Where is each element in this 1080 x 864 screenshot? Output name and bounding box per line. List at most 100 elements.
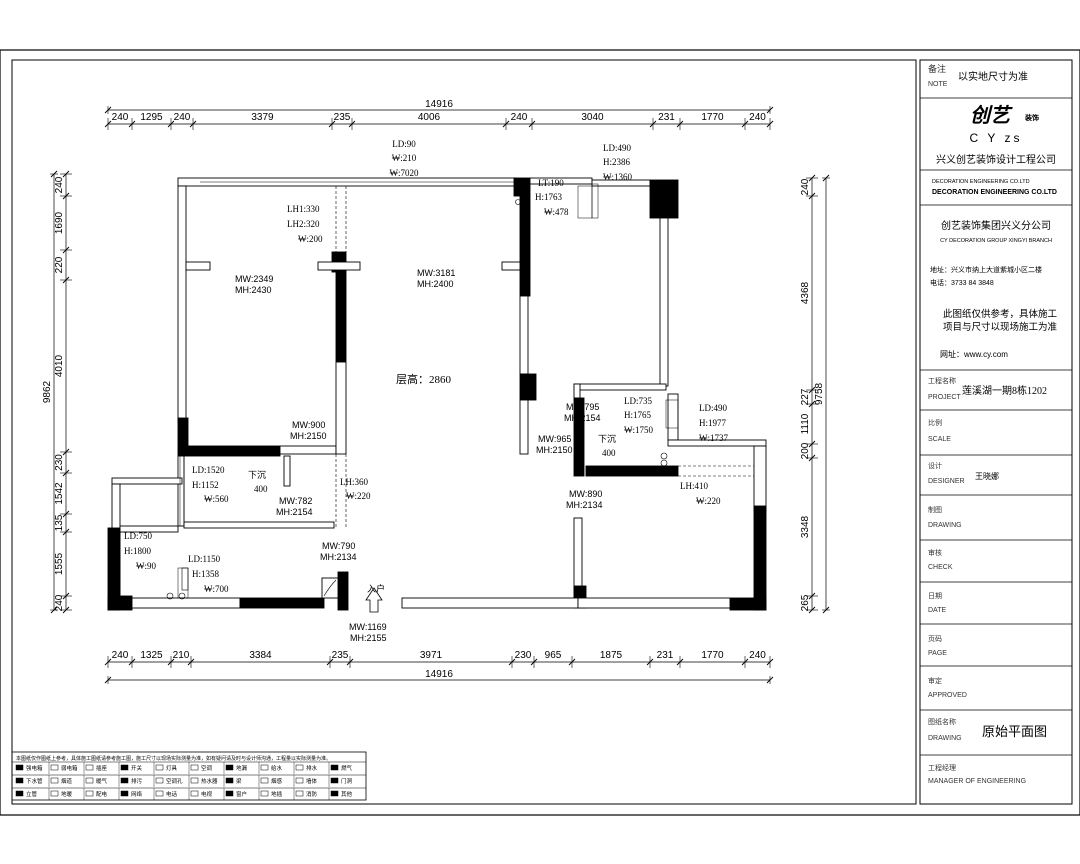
legend-item: 消防	[306, 790, 318, 798]
legend-table: 本图纸仅作图纸上参考，具体施工图纸请参考施工图，施工尺寸以现场实际测量为准，如有…	[11, 751, 367, 801]
label-mw900: MW:900	[292, 420, 325, 430]
top-dim-2: 240	[174, 112, 191, 123]
bottom-dim-3: 3384	[249, 650, 272, 661]
top-dim-0: 240	[112, 112, 129, 123]
legend-item: 墙体	[306, 777, 318, 785]
label-lt190: LT:190	[538, 178, 564, 188]
designer-label-en: DESIGNER	[928, 478, 965, 485]
title-block-text: 备注 NOTE 以实地尺寸为准 创艺 装饰 C Y zs 兴义创艺装饰设计工程公…	[928, 63, 1057, 785]
left-dim-6: 135	[54, 514, 65, 531]
wall-center-lower	[335, 361, 347, 455]
label-h1763: H:1763	[535, 192, 563, 202]
label-h2386: H:2386	[603, 157, 631, 167]
label-w700: ₩:700	[204, 584, 229, 594]
label-mh2154b: MH:2154	[564, 413, 601, 423]
label-mw782: MW:782	[279, 496, 312, 506]
right-dim-2: 227	[800, 388, 811, 405]
designer-value: 王晓娜	[975, 471, 999, 481]
legend-item: 下水管	[26, 777, 43, 785]
drawing-name-label: 图纸名称	[928, 717, 956, 726]
disclaimer-line-2: 项目与尺寸以现场施工为准	[943, 321, 1058, 333]
branch-en: CY DECORATION GROUP XINGYI BRANCH	[940, 238, 1052, 244]
phone: 电话：3733 84 3848	[930, 278, 994, 287]
label-lh1: LH1:330	[287, 204, 320, 214]
legend-item: 地暖	[61, 790, 73, 798]
legend-item: 电话	[166, 790, 178, 798]
label-h1977: H:1977	[699, 418, 727, 428]
legend-item: 强电箱	[26, 764, 43, 772]
label-mh2155: MH:2155	[350, 633, 387, 643]
label-h1800: H:1800	[124, 546, 152, 556]
designer-label: 设计	[928, 461, 942, 470]
legend-item: 暖气	[96, 777, 108, 785]
note-value: 以实地尺寸为准	[958, 70, 1028, 83]
wall-wc-bottom	[585, 465, 679, 477]
column-top-right	[649, 179, 679, 219]
label-w210: ₩:210	[392, 153, 417, 163]
approve-label: 审定	[928, 676, 942, 685]
note-label-en: NOTE	[928, 81, 948, 88]
bottom-dim-4: 235	[332, 650, 349, 661]
drawing-name-value: 原始平面图	[982, 724, 1047, 739]
draw-label: 制图	[928, 505, 942, 514]
label-mw3181: MW:3181	[417, 268, 455, 278]
brand-logo-text: 创艺	[970, 104, 1013, 127]
bottom-dim-10: 1770	[701, 650, 724, 661]
legend-item: 门洞	[341, 777, 353, 785]
label-d400b: 400	[602, 448, 616, 458]
drawing-border	[11, 59, 917, 805]
legend-item: 热水器	[201, 777, 218, 785]
legend-item: 立管	[26, 790, 38, 798]
legend-item: 灯具	[166, 764, 178, 772]
wall-bottom-right	[577, 597, 731, 609]
project-label: 工程名称	[928, 376, 956, 385]
page-label: 页码	[928, 635, 942, 643]
label-mw795: MW:795	[566, 402, 599, 412]
walls	[107, 177, 767, 611]
right-dim-3: 1110	[800, 413, 811, 434]
wall-balcony-top	[111, 477, 183, 485]
label-mh2430: MH:2430	[235, 285, 272, 295]
bottom-dim-9: 231	[657, 650, 674, 661]
outer-border	[0, 49, 1080, 816]
label-w7020: ₩:7020	[390, 168, 419, 178]
drawing-name-label-en: DRAWING	[928, 735, 962, 742]
left-dim-0: 240	[54, 176, 65, 193]
top-dim-10: 240	[749, 112, 766, 123]
label-ld490b: LD:490	[699, 403, 727, 413]
legend-item: 插座	[96, 764, 108, 772]
label-w220a: ₩:220	[346, 491, 371, 501]
legend-item: 空调	[201, 764, 213, 772]
label-mh2154a: MH:2154	[276, 507, 313, 517]
label-xia2: 下沉	[598, 434, 616, 444]
label-w220b: ₩:220	[696, 496, 721, 506]
right-dim-1: 4368	[800, 281, 811, 304]
wall-left-mid	[177, 455, 185, 527]
label-w478: ₩:478	[544, 207, 569, 217]
label-mh2150a: MH:2150	[290, 431, 327, 441]
top-dim-1: 1295	[140, 112, 163, 123]
label-h1765: H:1765	[624, 410, 652, 420]
legend-item: 燃气	[341, 764, 353, 772]
wall-bottom-mid	[401, 597, 579, 609]
label-ld1520: LD:1520	[192, 465, 225, 475]
top-total: 14916	[425, 99, 453, 110]
label-lh360: LH:360	[340, 477, 368, 487]
legend-item: 空调孔	[166, 777, 183, 785]
legend-item: 烟感	[271, 777, 283, 785]
top-dim-8: 231	[658, 112, 675, 123]
bottom-dim-0: 240	[112, 650, 129, 661]
label-ld490a: LD:490	[603, 143, 631, 153]
top-dim-5: 4006	[418, 112, 441, 123]
top-dim-9: 1770	[701, 112, 724, 123]
manager-label: 工程经理	[928, 763, 956, 772]
wall-bottom-left-2	[239, 597, 325, 609]
wall-right-block	[519, 195, 531, 297]
label-w560: ₩:560	[204, 494, 229, 504]
label-floor-height: 层高：2860	[396, 372, 451, 386]
left-dim-1: 1690	[54, 211, 65, 234]
